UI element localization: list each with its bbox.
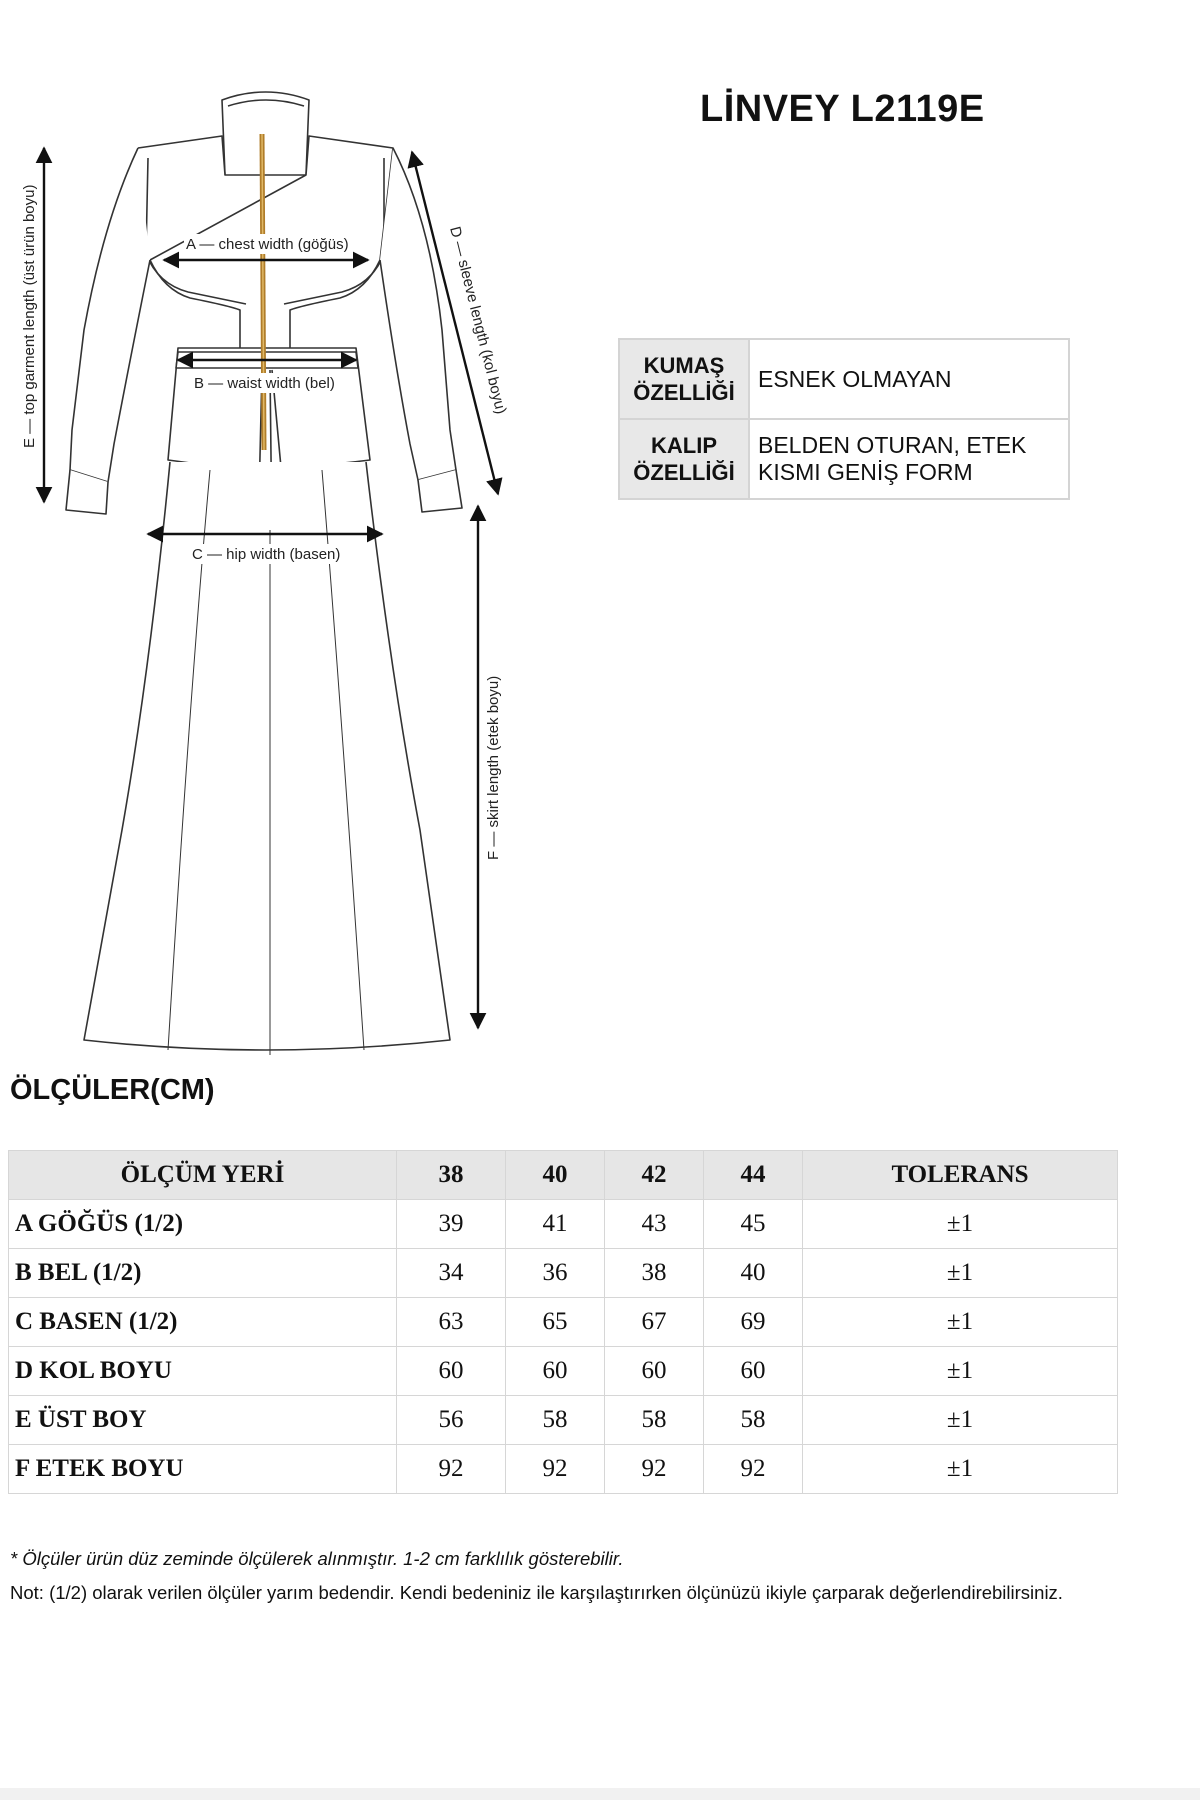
row-label: E ÜST BOY <box>8 1395 397 1445</box>
cell-value: 38 <box>604 1248 704 1298</box>
cell-value: 34 <box>396 1248 506 1298</box>
header-size-38: 38 <box>396 1150 506 1200</box>
cell-value: 92 <box>396 1444 506 1494</box>
table-header-row: ÖLÇÜM YERİ 38 40 42 44 TOLERANS <box>8 1150 1118 1200</box>
cell-tolerance: ±1 <box>802 1346 1118 1396</box>
header-size-44: 44 <box>703 1150 803 1200</box>
cell-tolerance: ±1 <box>802 1199 1118 1249</box>
header-size-40: 40 <box>505 1150 605 1200</box>
property-row: KALIP ÖZELLİĞİ BELDEN OTURAN, ETEK KISMI… <box>618 418 1070 500</box>
cell-value: 63 <box>396 1297 506 1347</box>
cell-value: 92 <box>703 1444 803 1494</box>
cell-value: 43 <box>604 1199 704 1249</box>
skirt-length-label: F — skirt length (etek boyu) <box>485 676 502 860</box>
property-value: ESNEK OLMAYAN <box>748 338 1070 420</box>
property-key: KALIP ÖZELLİĞİ <box>618 418 750 500</box>
cell-value: 60 <box>604 1346 704 1396</box>
chest-width-label: A — chest width (göğüs) <box>186 236 349 253</box>
header-tolerance: TOLERANS <box>802 1150 1118 1200</box>
cell-value: 58 <box>703 1395 803 1445</box>
cell-tolerance: ±1 <box>802 1297 1118 1347</box>
table-row: F ETEK BOYU 92 92 92 92 ±1 <box>8 1444 1118 1494</box>
property-value: BELDEN OTURAN, ETEK KISMI GENİŞ FORM <box>748 418 1070 500</box>
cell-value: 39 <box>396 1199 506 1249</box>
cell-value: 36 <box>505 1248 605 1298</box>
top-length-label: E — top garment length (üst ürün boyu) <box>21 185 38 448</box>
hip-width-label: C — hip width (basen) <box>192 546 340 563</box>
cell-value: 60 <box>703 1346 803 1396</box>
measurement-note: * Ölçüler ürün düz zeminde ölçülerek alı… <box>10 1548 624 1569</box>
table-row: E ÜST BOY 56 58 58 58 ±1 <box>8 1395 1118 1445</box>
row-label: B BEL (1/2) <box>8 1248 397 1298</box>
property-key: KUMAŞ ÖZELLİĞİ <box>618 338 750 420</box>
cell-value: 41 <box>505 1199 605 1249</box>
measurements-title: ÖLÇÜLER(CM) <box>10 1074 215 1106</box>
cell-value: 58 <box>505 1395 605 1445</box>
size-chart-table: ÖLÇÜM YERİ 38 40 42 44 TOLERANS A GÖĞÜS … <box>8 1150 1118 1494</box>
cell-tolerance: ±1 <box>802 1248 1118 1298</box>
row-label: D KOL BOYU <box>8 1346 397 1396</box>
header-measurement-point: ÖLÇÜM YERİ <box>8 1150 397 1200</box>
sleeve-length-label: D — sleeve length (kol boyu) <box>446 225 509 416</box>
product-properties-table: KUMAŞ ÖZELLİĞİ ESNEK OLMAYAN KALIP ÖZELL… <box>618 338 1070 500</box>
cell-value: 60 <box>505 1346 605 1396</box>
cell-value: 67 <box>604 1297 704 1347</box>
product-title: LİNVEY L2119E <box>700 88 985 130</box>
waist-width-label: B — waist width (bel) <box>194 375 335 392</box>
property-row: KUMAŞ ÖZELLİĞİ ESNEK OLMAYAN <box>618 338 1070 420</box>
cell-value: 92 <box>505 1444 605 1494</box>
garment-illustration: A — chest width (göğüs) B — waist width … <box>0 70 540 1060</box>
cell-value: 92 <box>604 1444 704 1494</box>
table-row: D KOL BOYU 60 60 60 60 ±1 <box>8 1346 1118 1396</box>
cell-value: 60 <box>396 1346 506 1396</box>
cell-value: 56 <box>396 1395 506 1445</box>
cell-tolerance: ±1 <box>802 1395 1118 1445</box>
cell-value: 45 <box>703 1199 803 1249</box>
header-size-42: 42 <box>604 1150 704 1200</box>
table-row: B BEL (1/2) 34 36 38 40 ±1 <box>8 1248 1118 1298</box>
half-size-note: Not: (1/2) olarak verilen ölçüler yarım … <box>10 1582 1063 1603</box>
sleeve-arrow <box>407 150 503 496</box>
cell-value: 58 <box>604 1395 704 1445</box>
row-label: F ETEK BOYU <box>8 1444 397 1494</box>
table-row: A GÖĞÜS (1/2) 39 41 43 45 ±1 <box>8 1199 1118 1249</box>
cell-value: 69 <box>703 1297 803 1347</box>
row-label: C BASEN (1/2) <box>8 1297 397 1347</box>
bottom-strip <box>0 1788 1200 1800</box>
table-row: C BASEN (1/2) 63 65 67 69 ±1 <box>8 1297 1118 1347</box>
row-label: A GÖĞÜS (1/2) <box>8 1199 397 1249</box>
cell-tolerance: ±1 <box>802 1444 1118 1494</box>
cell-value: 65 <box>505 1297 605 1347</box>
cell-value: 40 <box>703 1248 803 1298</box>
